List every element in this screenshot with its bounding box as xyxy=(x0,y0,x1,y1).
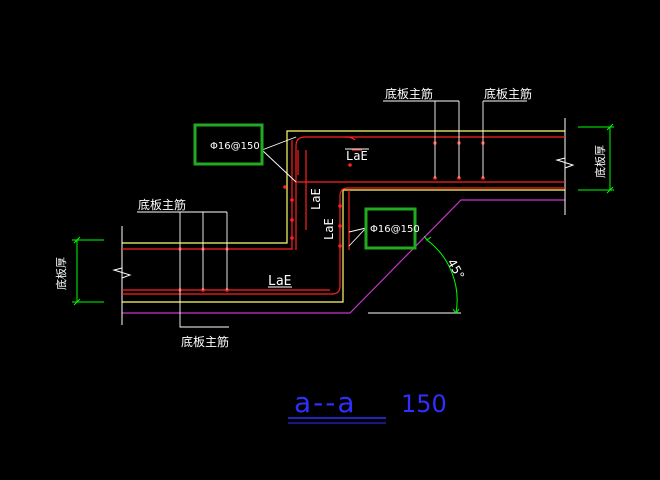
angle-arc xyxy=(426,239,458,314)
rebar-dot xyxy=(283,185,287,189)
leader-lines xyxy=(137,100,527,328)
lower-rebar-bend xyxy=(122,187,565,295)
label-angle: 45° xyxy=(444,257,467,282)
rebar-dot xyxy=(338,244,342,248)
dim-left-tick xyxy=(73,236,81,244)
rebar-dot xyxy=(290,218,294,222)
rebar-dot xyxy=(290,236,294,240)
label-slab-thickness-right: 底板厚 xyxy=(593,145,607,178)
callout-leader xyxy=(348,227,367,247)
label-main-rebar-left-top: 底板主筋 xyxy=(138,197,186,212)
rebar-dot xyxy=(338,224,342,228)
leader-main-rebar-left-bottom xyxy=(179,249,229,328)
label-slab-thickness-left: 底板厚 xyxy=(54,257,68,290)
callout-leader xyxy=(261,149,297,183)
lower-slab-edge xyxy=(122,189,565,303)
right-break-symbol xyxy=(555,157,575,169)
sloped-bottom-edge xyxy=(122,199,565,314)
callout-boxes xyxy=(193,123,417,250)
concrete-outline xyxy=(122,130,565,303)
top-slab-edge xyxy=(122,130,565,244)
top-rebar-bend xyxy=(295,136,356,250)
angle-arrow-top xyxy=(423,235,432,241)
rebar-dot xyxy=(338,204,342,208)
section-title: a--a 150 xyxy=(288,386,447,424)
label-main-rebar-right-1: 底板主筋 xyxy=(385,86,433,101)
callout-box-right xyxy=(364,207,417,250)
callout-box-left xyxy=(193,123,264,166)
label-main-rebar-right-2: 底板主筋 xyxy=(484,86,532,101)
callout-rebar-left: Φ16@150 xyxy=(210,141,260,152)
callout-rebar-right: Φ16@150 xyxy=(370,224,420,235)
rebar-dot xyxy=(348,163,352,167)
label-lae-vertical-left: LaE xyxy=(309,188,323,210)
angle-arrow-bottom xyxy=(452,308,460,314)
dim-right-tick xyxy=(606,123,614,131)
label-lae-bottom: LaE xyxy=(268,274,291,289)
break-lines xyxy=(112,118,575,325)
callout-leader xyxy=(348,227,367,233)
label-main-rebar-left-bottom: 底板主筋 xyxy=(181,334,229,349)
callout-leader xyxy=(261,136,297,151)
left-break-symbol xyxy=(112,267,132,279)
dimension-lines xyxy=(72,123,614,314)
label-lae-vertical-right: LaE xyxy=(322,218,336,240)
dim-right-tick xyxy=(606,186,614,194)
label-lae-top: LaE xyxy=(346,149,368,163)
title-section-name: a--a xyxy=(294,386,357,419)
slope-outline xyxy=(122,199,565,314)
dim-left-tick xyxy=(73,298,81,306)
upper-rebar-left xyxy=(122,140,293,250)
title-scale: 150 xyxy=(401,390,447,418)
inner-rebar-return xyxy=(297,149,362,250)
rebar-dot xyxy=(290,198,294,202)
